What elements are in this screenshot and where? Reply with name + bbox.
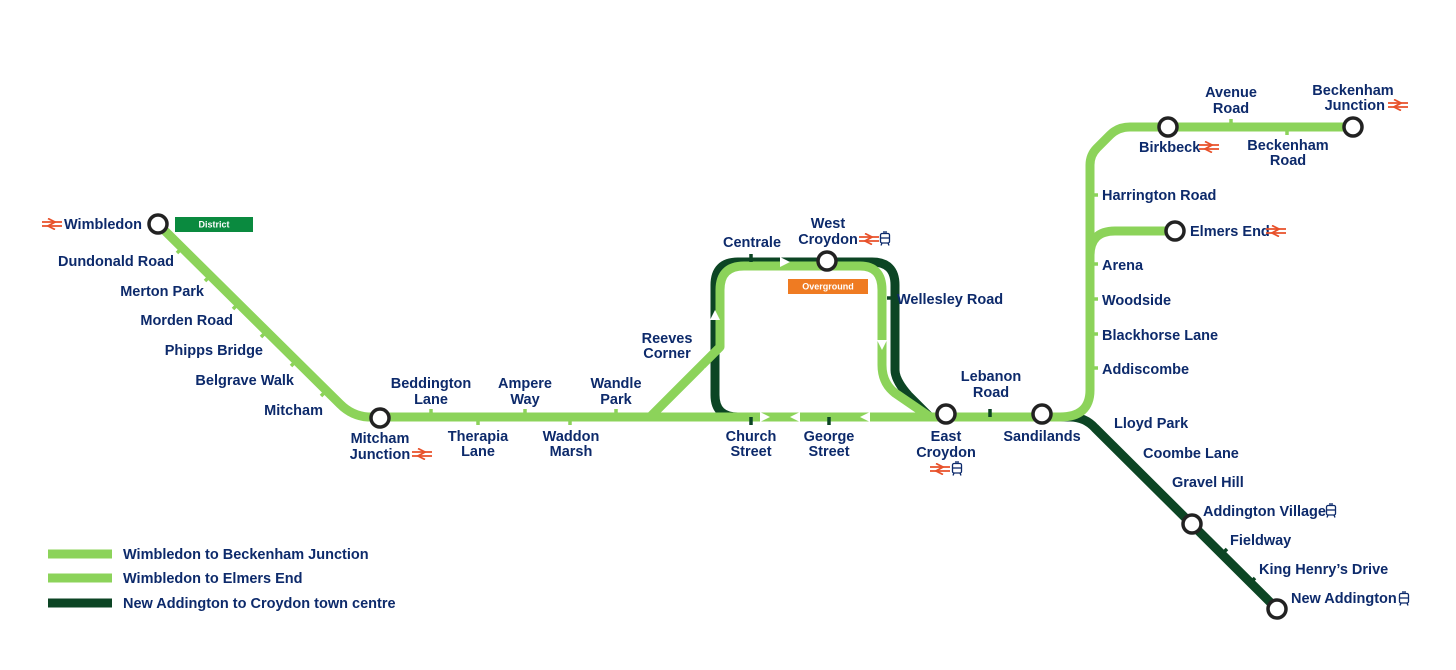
wimbledon-beckenham-route-line — [153, 219, 935, 422]
national-rail-icon — [42, 218, 62, 230]
new-addington-interchange[interactable] — [1266, 598, 1288, 620]
station-dundonald-road[interactable]: Dundonald Road — [58, 254, 174, 270]
station-avenue-road-line2[interactable]: Road — [1213, 101, 1249, 117]
station-beckenham-junction-line2[interactable]: Junction — [1325, 98, 1385, 114]
legend-label-new-addington: New Addington to Croydon town centre — [123, 596, 396, 612]
station-west-croydon-line1[interactable]: West — [811, 216, 846, 232]
station-reeves-corner-line2[interactable]: Corner — [643, 346, 691, 362]
west-croydon-interchange[interactable] — [816, 250, 838, 272]
station-waddon-marsh-line2[interactable]: Marsh — [550, 444, 593, 460]
tram-icon — [879, 231, 891, 246]
station-centrale[interactable]: Centrale — [723, 235, 781, 251]
station-woodside[interactable]: Woodside — [1102, 293, 1171, 309]
station-arena[interactable]: Arena — [1102, 258, 1144, 274]
station-therapia-lane-line1[interactable]: Therapia — [448, 429, 509, 445]
station-lloyd-park[interactable]: Lloyd Park — [1114, 416, 1189, 432]
station-waddon-marsh-line1[interactable]: Waddon — [543, 429, 600, 445]
district-badge: District — [175, 217, 253, 232]
station-harrington-road[interactable]: Harrington Road — [1102, 188, 1216, 204]
station-addington-village[interactable]: Addington Village — [1203, 504, 1326, 520]
overground-badge-label: Overground — [802, 282, 854, 292]
station-george-street-line1[interactable]: George — [804, 429, 855, 445]
elmers-end-branch-line — [1085, 226, 1180, 270]
wimbledon-interchange[interactable] — [147, 213, 169, 235]
station-labels: Wimbledon Dundonald Road Merton Park Mor… — [58, 83, 1397, 607]
station-wandle-park-line1[interactable]: Wandle — [590, 376, 641, 392]
route-lines — [153, 122, 1358, 614]
beckenham-junction-interchange[interactable] — [1342, 116, 1364, 138]
tram-icon — [1398, 591, 1410, 606]
east-croydon-interchange[interactable] — [935, 403, 957, 425]
station-new-addington[interactable]: New Addington — [1291, 591, 1397, 607]
station-phipps-bridge[interactable]: Phipps Bridge — [165, 343, 263, 359]
station-ticks — [175, 119, 1289, 585]
station-mitcham-junction-line1[interactable]: Mitcham — [351, 431, 410, 447]
overground-badge: Overground — [788, 279, 868, 294]
station-elmers-end[interactable]: Elmers End — [1190, 224, 1270, 240]
loop-direction-markers — [698, 257, 887, 422]
croydon-loop-link-line — [645, 122, 1358, 422]
station-beckenham-road-line1[interactable]: Beckenham — [1247, 138, 1328, 154]
station-sandilands[interactable]: Sandilands — [1003, 429, 1080, 445]
district-badge-label: District — [198, 220, 229, 230]
station-blackhorse-lane[interactable]: Blackhorse Lane — [1102, 328, 1218, 344]
station-avenue-road-line1[interactable]: Avenue — [1205, 85, 1257, 101]
station-addiscombe[interactable]: Addiscombe — [1102, 362, 1189, 378]
new-addington-route-line — [710, 257, 1282, 614]
station-beddington-lane-line2[interactable]: Lane — [414, 392, 448, 408]
station-king-henrys-drive[interactable]: King Henry’s Drive — [1259, 562, 1388, 578]
station-reeves-corner-line1[interactable]: Reeves — [642, 331, 693, 347]
birkbeck-interchange[interactable] — [1157, 116, 1179, 138]
station-wandle-park-line2[interactable]: Park — [600, 392, 632, 408]
station-george-street-line2[interactable]: Street — [808, 444, 849, 460]
station-wimbledon[interactable]: Wimbledon — [64, 217, 142, 233]
tram-icon — [951, 461, 963, 476]
interchange-stations — [147, 116, 1364, 620]
station-birkbeck[interactable]: Birkbeck — [1139, 140, 1201, 156]
station-beckenham-road-line2[interactable]: Road — [1270, 153, 1306, 169]
national-rail-icon — [412, 448, 432, 460]
station-lebanon-road-line2[interactable]: Road — [973, 385, 1009, 401]
station-mitcham-junction-line2[interactable]: Junction — [350, 447, 410, 463]
station-beckenham-junction-line1[interactable]: Beckenham — [1312, 83, 1393, 99]
legend-label-elmers-end: Wimbledon to Elmers End — [123, 571, 303, 587]
tram-icon — [1325, 503, 1337, 518]
station-fieldway[interactable]: Fieldway — [1230, 533, 1291, 549]
national-rail-icon — [859, 233, 879, 245]
station-west-croydon-line2[interactable]: Croydon — [798, 232, 858, 248]
station-beddington-lane-line1[interactable]: Beddington — [391, 376, 472, 392]
station-church-street-line2[interactable]: Street — [730, 444, 771, 460]
station-lebanon-road-line1[interactable]: Lebanon — [961, 369, 1021, 385]
national-rail-icon — [1199, 141, 1219, 153]
station-east-croydon-line2[interactable]: Croydon — [916, 445, 976, 461]
legend-label-beckenham: Wimbledon to Beckenham Junction — [123, 547, 369, 563]
station-merton-park[interactable]: Merton Park — [120, 284, 205, 300]
map-legend: Wimbledon to Beckenham Junction Wimbledo… — [48, 547, 396, 612]
station-mitcham[interactable]: Mitcham — [264, 403, 323, 419]
station-therapia-lane-line2[interactable]: Lane — [461, 444, 495, 460]
station-belgrave-walk[interactable]: Belgrave Walk — [195, 373, 295, 389]
mitcham-junction-interchange[interactable] — [369, 407, 391, 429]
station-east-croydon-line1[interactable]: East — [931, 429, 962, 445]
station-gravel-hill[interactable]: Gravel Hill — [1172, 475, 1244, 491]
national-rail-icon — [930, 463, 950, 475]
station-morden-road[interactable]: Morden Road — [140, 313, 233, 329]
addington-village-interchange[interactable] — [1181, 513, 1203, 535]
national-rail-icon — [1388, 99, 1408, 111]
station-coombe-lane[interactable]: Coombe Lane — [1143, 446, 1239, 462]
elmers-end-interchange[interactable] — [1164, 220, 1186, 242]
station-church-street-line1[interactable]: Church — [726, 429, 777, 445]
station-ampere-way-line1[interactable]: Ampere — [498, 376, 552, 392]
sandilands-interchange[interactable] — [1031, 403, 1053, 425]
station-wellesley-road[interactable]: Wellesley Road — [897, 292, 1003, 308]
station-ampere-way-line2[interactable]: Way — [510, 392, 539, 408]
